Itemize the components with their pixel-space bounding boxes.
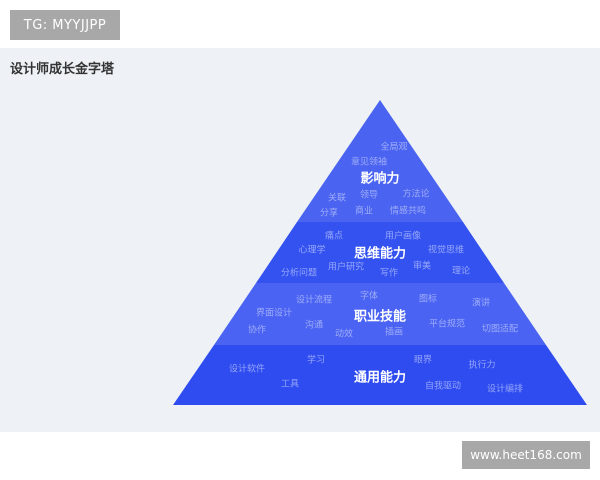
keyword: 插画: [384, 327, 404, 338]
keyword: 理论: [451, 266, 471, 277]
keyword: 工具: [280, 379, 300, 390]
keyword: 设计流程: [295, 295, 333, 306]
keyword: 设计编排: [486, 384, 524, 395]
keyword: 关联: [327, 193, 347, 204]
pyramid-level-2-band: [256, 222, 504, 283]
keyword: 视觉思维: [427, 245, 465, 256]
pyramid-level-4-band: [173, 345, 587, 405]
pyramid-level-1-band: [297, 100, 463, 222]
keyword: 演讲: [471, 298, 491, 309]
keyword: 协作: [247, 325, 267, 336]
keyword: 用户画像: [384, 231, 422, 242]
keyword: 图标: [418, 294, 438, 305]
keyword: 自我驱动: [424, 381, 462, 392]
keyword: 分析问题: [280, 268, 318, 279]
keyword: 设计软件: [228, 364, 266, 375]
level-title-general-abilities: 通用能力: [353, 370, 407, 386]
keyword: 商业: [354, 206, 374, 217]
keyword: 动效: [334, 329, 354, 340]
level-title-professional-skills: 职业技能: [353, 309, 407, 325]
watermark: www.heet168.com: [462, 441, 590, 469]
keyword: 平台规范: [428, 319, 466, 330]
keyword: 字体: [359, 291, 379, 302]
keyword: 用户研究: [327, 262, 365, 273]
keyword: 情感共鸣: [389, 206, 427, 217]
tg-badge: TG: MYYJJPP: [10, 10, 120, 40]
keyword: 方法论: [402, 189, 430, 200]
keyword: 心理学: [298, 245, 326, 256]
keyword: 界面设计: [255, 308, 293, 319]
keyword: 全局观: [380, 142, 408, 153]
level-title-thinking: 思维能力: [353, 246, 407, 262]
keyword: 痛点: [324, 231, 344, 242]
diagram-title: 设计师成长金字塔: [10, 62, 115, 77]
pyramid-level-3-band: [214, 283, 546, 345]
keyword: 切图适配: [481, 324, 519, 335]
level-title-influence: 影响力: [360, 171, 400, 187]
keyword: 写作: [379, 268, 399, 279]
keyword: 执行力: [468, 360, 496, 371]
keyword: 分享: [319, 208, 339, 219]
keyword: 意见领袖: [350, 157, 388, 168]
keyword: 眼界: [413, 355, 433, 366]
keyword: 沟通: [304, 320, 324, 331]
keyword: 领导: [359, 190, 379, 201]
keyword: 学习: [306, 355, 326, 366]
keyword: 审美: [412, 261, 432, 272]
